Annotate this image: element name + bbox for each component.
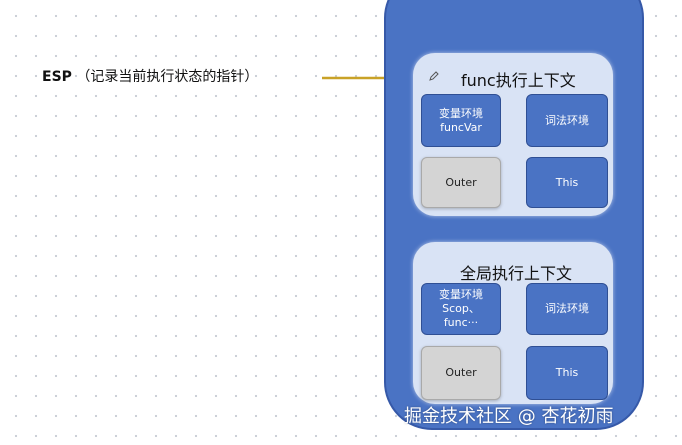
func-variable-env-value: funcVar bbox=[440, 120, 482, 134]
watermark: 掘金技术社区 @ 杏花初雨 bbox=[404, 406, 614, 427]
global-variable-env-scop: Scop、 bbox=[442, 302, 480, 315]
global-context-title: 全局执行上下文 bbox=[460, 264, 573, 283]
global-variable-environment: 变量环境 Scop、 func··· bbox=[421, 283, 501, 335]
global-execution-context: 全局执行上下文 变量环境 Scop、 func··· 词法环境 Outer Th… bbox=[413, 242, 613, 404]
global-outer-label: Outer bbox=[445, 366, 477, 379]
func-this-label: This bbox=[555, 175, 579, 189]
global-variable-env-func: func··· bbox=[443, 316, 479, 329]
func-context-title: func执行上下文 bbox=[461, 71, 576, 90]
global-this-label: This bbox=[555, 366, 579, 379]
func-outer: Outer bbox=[421, 157, 501, 208]
esp-description: （记录当前执行状态的指针） bbox=[76, 69, 259, 85]
func-this: This bbox=[526, 157, 608, 208]
global-variable-env-label: 变量环境 bbox=[439, 288, 483, 301]
global-this: This bbox=[526, 346, 608, 400]
func-lexical-environment: 词法环境 bbox=[526, 94, 608, 147]
func-execution-context: func执行上下文 变量环境 funcVar 词法环境 Outer This bbox=[413, 53, 613, 216]
func-variable-environment: 变量环境 funcVar bbox=[421, 94, 501, 147]
global-lexical-env-label: 词法环境 bbox=[545, 302, 589, 315]
esp-label: ESP （记录当前执行状态的指针） bbox=[42, 66, 258, 86]
func-lexical-env-label: 词法环境 bbox=[545, 113, 589, 127]
pencil-icon bbox=[429, 71, 439, 81]
func-outer-label: Outer bbox=[445, 175, 477, 189]
global-outer: Outer bbox=[421, 346, 501, 400]
func-variable-env-label: 变量环境 bbox=[439, 106, 483, 120]
global-lexical-environment: 词法环境 bbox=[526, 283, 608, 335]
esp-name: ESP bbox=[42, 69, 72, 85]
